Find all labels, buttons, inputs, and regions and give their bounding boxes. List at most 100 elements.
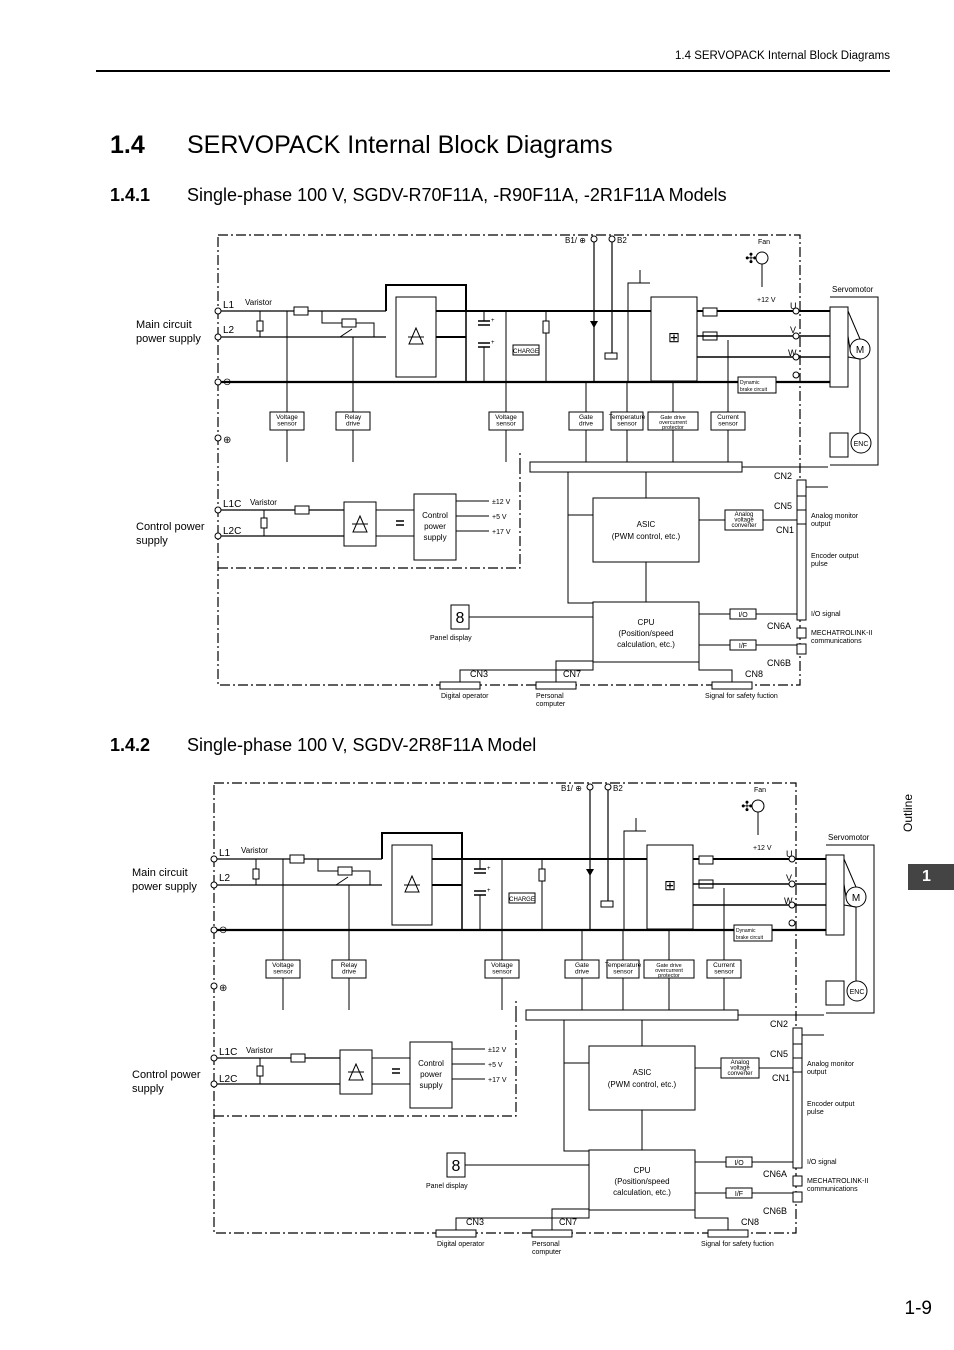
- igbt-icon: ⊞: [668, 329, 680, 345]
- main-circuit-label: Main circuit: [136, 319, 192, 331]
- charge-label: CHARGE: [513, 349, 539, 355]
- wire: [317, 859, 338, 872]
- cn1-label: CN1: [776, 525, 794, 535]
- analog-converter-label: Analog: [735, 512, 754, 518]
- cpu-label: calculation, etc.): [613, 1188, 671, 1197]
- cn6b-label: CN6B: [763, 1206, 787, 1216]
- varistor-label: Varistor: [241, 846, 268, 855]
- section-title-text: SERVOPACK Internal Block Diagrams: [187, 131, 613, 159]
- encoder-output-label: pulse: [807, 1109, 824, 1116]
- cpu-label: CPU: [638, 618, 655, 627]
- diagram-label: +: [487, 888, 491, 894]
- terminal: [210, 855, 218, 863]
- sensor-label: sensor: [273, 969, 293, 976]
- main-circuit-label: power supply: [132, 881, 197, 893]
- asic-label: (PWM control, etc.): [612, 532, 681, 541]
- wire: [694, 1203, 729, 1230]
- terminal: [608, 235, 616, 243]
- diagram-label: L2C: [219, 1074, 237, 1085]
- sensor-label: drive: [342, 969, 356, 976]
- sensor-label: Temperature: [609, 414, 646, 421]
- motor-housing: [829, 306, 849, 388]
- cn2-label: CN2: [774, 471, 792, 481]
- wire: [555, 660, 593, 682]
- sensor-label: Voltage: [276, 414, 298, 421]
- asic-label: ASIC: [637, 520, 656, 529]
- main-circuit-label: power supply: [136, 333, 201, 345]
- internal-bus: [525, 1009, 739, 1021]
- sensor-label: Relay: [345, 414, 362, 421]
- personal-computer-label: Personal: [536, 693, 564, 700]
- cn5-connector: [792, 1057, 803, 1073]
- analog-converter-label: voltage: [730, 1066, 750, 1072]
- wire: [385, 284, 467, 311]
- wire: [339, 328, 353, 338]
- mechatrolink-label: MECHATROLINK-II: [811, 630, 872, 637]
- terminal: [788, 855, 796, 863]
- sensor-label: Temperature: [605, 962, 642, 969]
- cn3-connector: [439, 681, 481, 690]
- terminal: [210, 881, 218, 889]
- asic-label: (PWM control, etc.): [608, 1080, 677, 1089]
- diode-bridge-icon: [408, 326, 424, 345]
- analog-monitor-label: output: [811, 521, 831, 528]
- cn2-label: CN2: [770, 1019, 788, 1029]
- cn8-label: CN8: [745, 669, 763, 679]
- inverter-block: [650, 296, 698, 382]
- wire: [698, 655, 733, 682]
- analog-converter-label: voltage: [734, 518, 754, 524]
- cn6b-connector: [792, 1191, 803, 1203]
- cn8-connector: [707, 1229, 749, 1238]
- subsection-number-2: 1.4.2: [110, 735, 151, 755]
- wire: [623, 830, 646, 930]
- motor-housing: [825, 854, 845, 936]
- seven-segment-icon: 8: [452, 1158, 461, 1175]
- fuse: [293, 306, 309, 316]
- panel-display-label: Panel display: [426, 1183, 468, 1190]
- varistor: [256, 320, 264, 332]
- cn7-label: CN7: [563, 669, 581, 679]
- charge-lamp: [512, 344, 540, 356]
- resistor: [542, 320, 550, 334]
- chapter-tab: 1: [908, 864, 954, 890]
- terminal: [210, 926, 218, 934]
- cn6a-connector: [796, 627, 807, 639]
- current-sensor-element: [698, 855, 714, 865]
- fan-label: Fan: [754, 787, 766, 794]
- varistor: [260, 517, 268, 529]
- sensor-label: Voltage: [495, 414, 517, 421]
- diagram-label: +: [487, 866, 491, 872]
- terminal: [590, 235, 598, 243]
- varistor-label: Varistor: [250, 498, 277, 507]
- cpu-label: (Position/speed: [614, 1177, 669, 1186]
- cn8-connector: [711, 681, 753, 690]
- voltage-label: +5 V: [488, 1062, 503, 1069]
- wire: [843, 904, 857, 908]
- safety-signal-label: Signal for safety fuction: [701, 1241, 774, 1248]
- sensor-label: sensor: [277, 421, 297, 428]
- wire: [567, 472, 593, 604]
- igbt-icon: ⊞: [664, 877, 676, 893]
- sensor-label: drive: [346, 421, 360, 428]
- diagram-label: W: [788, 348, 797, 358]
- terminal: [792, 353, 800, 361]
- cpu-label: CPU: [634, 1166, 651, 1175]
- cn6b-connector: [796, 643, 807, 655]
- page-number: 1-9: [904, 1298, 932, 1319]
- wire: [352, 870, 371, 885]
- wire: [826, 844, 875, 1014]
- cn5-label: CN5: [774, 501, 792, 511]
- fan-icon: ✣: [745, 250, 757, 266]
- fan-voltage-label: +12 V: [757, 297, 776, 304]
- terminal: [586, 783, 594, 791]
- diagram-label: L1C: [223, 499, 241, 510]
- wire: [214, 1016, 517, 1117]
- wire: [381, 832, 463, 859]
- subsection-number-1: 1.4.1: [110, 185, 151, 205]
- personal-computer-label: computer: [536, 701, 566, 708]
- wire: [356, 322, 375, 337]
- wire: [459, 655, 594, 682]
- cn3-label: CN3: [466, 1217, 484, 1227]
